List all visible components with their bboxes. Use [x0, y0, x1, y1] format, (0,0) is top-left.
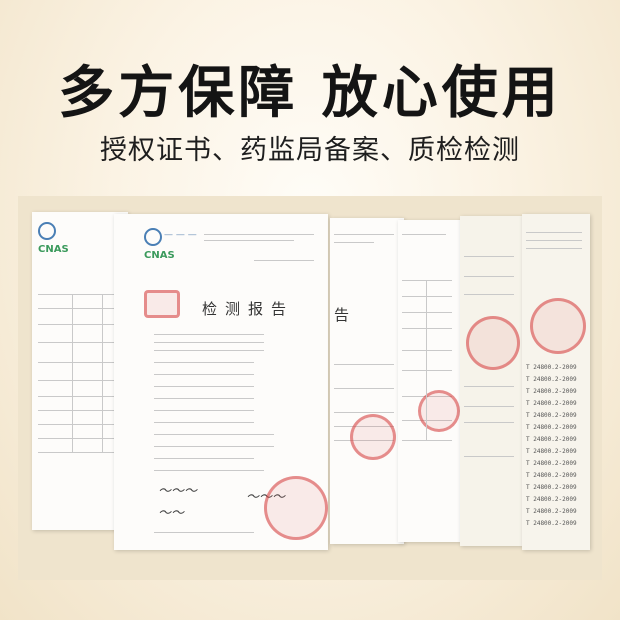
table-row: T 24800.2-2009 — [526, 508, 577, 515]
table-row: T 24800.2-2009 — [526, 388, 577, 395]
table-row: T 24800.2-2009 — [526, 496, 577, 503]
report-title-fragment: 告 — [334, 306, 358, 324]
table-row: T 24800.2-2009 — [526, 412, 577, 419]
table-row: T 24800.2-2009 — [526, 400, 577, 407]
table-row: T 24800.2-2009 — [526, 376, 577, 383]
red-seal-icon — [466, 316, 520, 370]
signature-image: 〜〜〜 — [158, 484, 198, 499]
table-row: T 24800.2-2009 — [526, 472, 577, 479]
table-row: T 24800.2-2009 — [526, 484, 577, 491]
second-test-report: 告 — [330, 218, 404, 544]
table-row: T 24800.2-2009 — [526, 436, 577, 443]
red-seal-icon — [530, 298, 586, 354]
documents-panel: CNAS — — — CNAS 检测报告 — [18, 196, 602, 580]
logo-icon — [38, 222, 56, 240]
left-report-page: CNAS — [32, 212, 128, 530]
third-test-report — [398, 220, 460, 542]
headline: 多方保障 放心使用 — [58, 61, 562, 126]
table-row: T 24800.2-2009 — [526, 448, 577, 455]
red-seal-icon — [144, 290, 180, 318]
subline: 授权证书、药监局备案、质检检测 — [100, 135, 520, 166]
table-row: T 24800.2-2009 — [526, 460, 577, 467]
signature-image: 〜〜 — [158, 506, 185, 521]
table-row: T 24800.2-2009 — [526, 364, 577, 371]
red-seal-icon — [350, 414, 396, 460]
logo-icon — [144, 228, 162, 246]
table-row: T 24800.2-2009 — [526, 520, 577, 527]
cnas-logo-icon: CNAS — [38, 244, 69, 255]
cnas-logo-icon: CNAS — [144, 250, 175, 261]
table-row: T 24800.2-2009 — [526, 424, 577, 431]
fourth-document — [460, 216, 522, 546]
red-seal-icon — [418, 390, 460, 432]
red-seal-icon — [264, 476, 328, 540]
report-title: 检测报告 — [202, 300, 295, 318]
right-document: T 24800.2-2009 T 24800.2-2009 T 24800.2-20… — [522, 214, 590, 550]
main-test-report: — — — CNAS 检测报告 〜〜〜 〜〜 〜〜〜 — [114, 214, 328, 550]
